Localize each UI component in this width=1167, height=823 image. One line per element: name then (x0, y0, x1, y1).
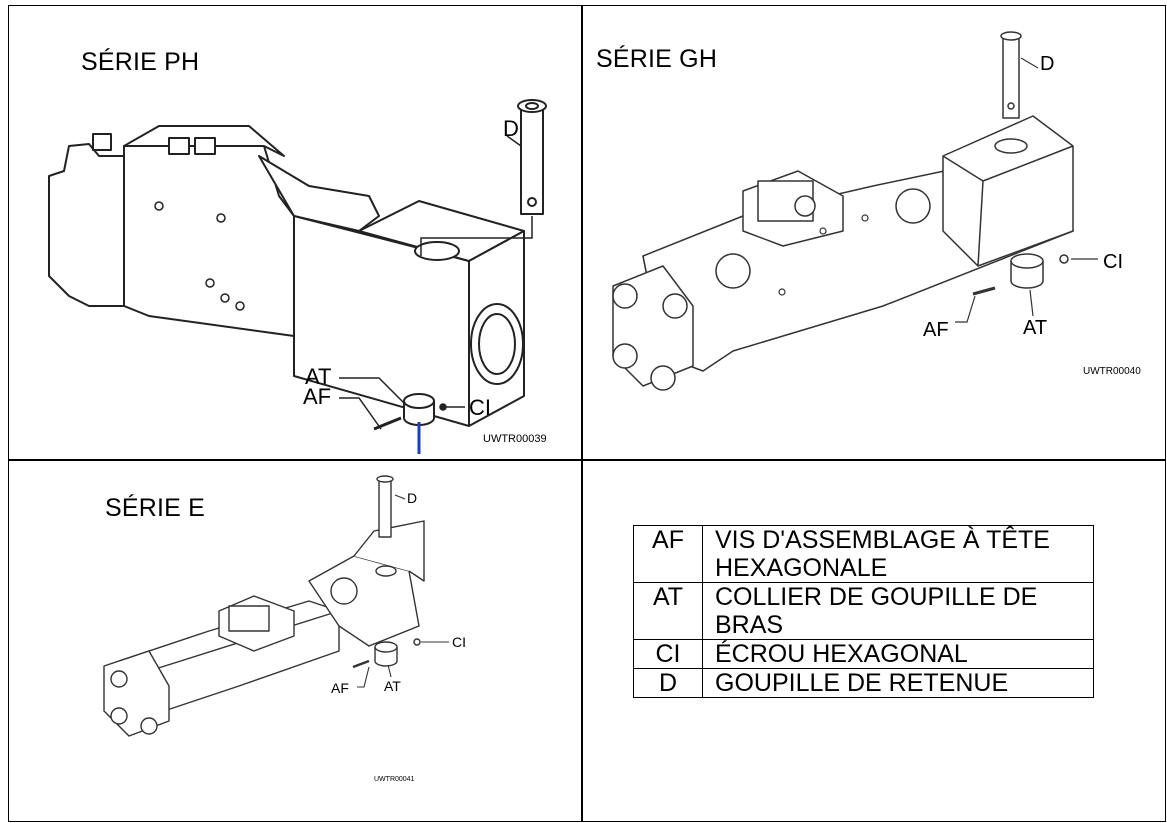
ph-label-d: D (503, 116, 519, 141)
gh-assembly-drawing: D CI AF AT UWTR00040 (612, 31, 1141, 391)
legend-code: CI (633, 639, 703, 669)
panel-ph-title: SÉRIE PH (81, 48, 200, 76)
ph-label-at: AT (305, 364, 331, 389)
gh-label-d: D (1040, 53, 1054, 75)
legend-row: AF VIS D'ASSEMBLAGE À TÊTE HEXAGONALE (633, 525, 1094, 583)
gh-label-at: AT (1023, 317, 1047, 339)
gh-drawing-code: UWTR00040 (1083, 366, 1141, 377)
panel-gh-title: SÉRIE GH (596, 45, 718, 73)
legend-code: AF (633, 525, 703, 583)
e-drawing-code: UWTR00041 (374, 776, 415, 783)
e-label-d: D (407, 490, 417, 506)
legend-row: D GOUPILLE DE RETENUE (633, 668, 1094, 698)
ph-assembly-drawing: D AT AF CI UWTR00039 (48, 99, 547, 454)
panel-ph: SÉRIE PH (9, 6, 581, 459)
panel-gh: SÉRIE GH (583, 6, 1165, 459)
ph-drawing-code: UWTR00039 (483, 433, 547, 445)
e-label-af: AF (331, 680, 349, 696)
e-label-ci: CI (452, 634, 466, 650)
legend-table: AF VIS D'ASSEMBLAGE À TÊTE HEXAGONALE AT… (633, 525, 1094, 698)
panel-legend: AF VIS D'ASSEMBLAGE À TÊTE HEXAGONALE AT… (583, 461, 1165, 821)
row-divider (9, 459, 1165, 461)
legend-desc: ÉCROU HEXAGONAL (702, 639, 1094, 669)
legend-row: AT COLLIER DE GOUPILLE DE BRAS (633, 582, 1094, 640)
ph-label-af: AF (303, 384, 331, 409)
column-divider (581, 6, 583, 821)
gh-label-af: AF (923, 319, 949, 341)
panel-e: SÉRIE E (9, 461, 581, 821)
e-assembly-drawing: D CI AF AT UWTR00041 (103, 475, 466, 783)
legend-desc: VIS D'ASSEMBLAGE À TÊTE HEXAGONALE (702, 525, 1094, 583)
legend-code: D (633, 668, 703, 698)
ph-label-ci: CI (469, 395, 491, 420)
gh-label-ci: CI (1103, 251, 1123, 273)
e-label-at: AT (384, 678, 401, 694)
legend-desc: GOUPILLE DE RETENUE (702, 668, 1094, 698)
figure-table: SÉRIE PH (8, 5, 1166, 822)
legend-row: CI ÉCROU HEXAGONAL (633, 639, 1094, 669)
panel-e-title: SÉRIE E (105, 494, 206, 522)
legend-desc: COLLIER DE GOUPILLE DE BRAS (702, 582, 1094, 640)
legend-code: AT (633, 582, 703, 640)
